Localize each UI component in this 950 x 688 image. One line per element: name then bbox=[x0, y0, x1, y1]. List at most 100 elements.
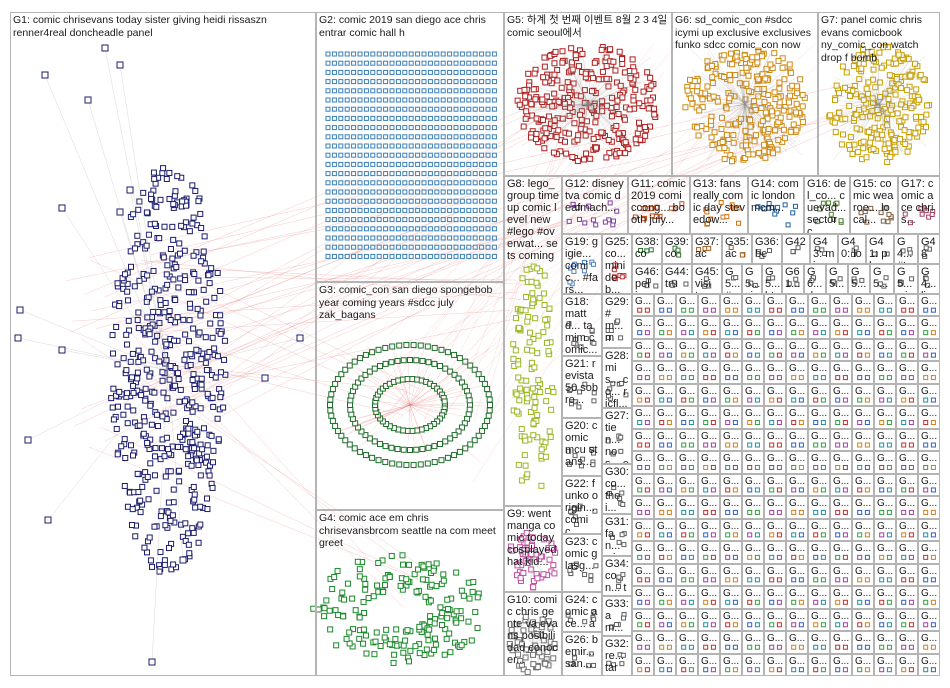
group-label: G... bbox=[921, 430, 938, 442]
group-label: G... bbox=[833, 318, 850, 330]
graph-node bbox=[191, 385, 198, 392]
group-label: G... bbox=[745, 340, 762, 352]
group-label: G... bbox=[657, 385, 674, 397]
graph-node bbox=[209, 394, 216, 401]
graph-node bbox=[182, 446, 189, 453]
group-label: G... bbox=[635, 385, 652, 397]
graph-node bbox=[201, 233, 208, 240]
graph-node bbox=[221, 337, 228, 344]
group-box-small: G... bbox=[786, 316, 808, 339]
graph-node bbox=[217, 312, 224, 319]
group-box-small: G... bbox=[874, 383, 896, 407]
group-box-small: G... bbox=[874, 361, 896, 384]
graph-node bbox=[151, 523, 158, 530]
group-label: G... bbox=[789, 453, 806, 465]
graph-node bbox=[145, 496, 152, 503]
group-box-small: G... bbox=[918, 406, 940, 429]
graph-node bbox=[186, 228, 193, 235]
graph-node bbox=[135, 309, 142, 316]
group-box-small: G... bbox=[852, 383, 874, 407]
group-label: G... bbox=[855, 475, 872, 487]
group-label: G... bbox=[899, 565, 916, 577]
group-box-small: G... bbox=[764, 541, 786, 564]
group-label: G... bbox=[635, 318, 652, 330]
group-box-g4x: G4... #tb... bbox=[894, 234, 918, 264]
graph-edge bbox=[431, 59, 587, 392]
group-label: G... bbox=[657, 453, 674, 465]
group-label: G... bbox=[899, 610, 916, 622]
group-label: G32: re... taro... bbox=[605, 638, 629, 675]
group-label: G... bbox=[921, 588, 938, 600]
group-box-small: G... bbox=[852, 338, 874, 362]
group-label: G... bbox=[921, 520, 938, 532]
group-box-small: G... bbox=[786, 496, 808, 519]
group-label: G... bbox=[833, 475, 850, 487]
graph-node bbox=[124, 288, 131, 295]
graph-edge bbox=[132, 215, 602, 326]
group-box-g5c: G5... bts... bbox=[762, 264, 782, 294]
group-label: G... bbox=[921, 655, 938, 667]
graph-edge bbox=[141, 216, 462, 391]
graph-edge bbox=[472, 172, 675, 482]
group-box-g10: G10: comic chris gente va evans posibili… bbox=[504, 592, 562, 676]
group-label: G28: mis... co... ricfl... bbox=[605, 350, 632, 408]
group-box-small: G... bbox=[742, 496, 764, 519]
graph-edge bbox=[477, 138, 798, 430]
group-label: G... bbox=[701, 363, 718, 375]
group-box-small: G... bbox=[808, 518, 830, 542]
graph-node bbox=[200, 425, 207, 432]
graph-node bbox=[130, 382, 137, 389]
group-label: G6: sd_comic_con #sdcc icymi up exclusiv… bbox=[675, 14, 814, 51]
group-box-small: G... bbox=[896, 608, 918, 632]
group-label: G... bbox=[855, 610, 872, 622]
graph-node bbox=[190, 252, 197, 259]
group-box-g11: G11: comic 2019 comiccong... booth july.… bbox=[628, 176, 690, 234]
group-label: G... bbox=[657, 318, 674, 330]
group-label: G... bbox=[789, 498, 806, 510]
graph-node bbox=[135, 206, 142, 213]
group-box-g38: G38: com... bbox=[632, 234, 662, 264]
group-label: G... bbox=[811, 430, 828, 442]
group-box-small: G... bbox=[654, 496, 676, 519]
group-box-small: G... bbox=[786, 653, 808, 676]
group-box-g27: G27: tien... nos... est... bbox=[602, 408, 632, 464]
graph-node bbox=[114, 361, 121, 368]
group-label: G... bbox=[657, 296, 674, 307]
group-box-small: G... bbox=[676, 361, 698, 384]
group-label: G... bbox=[679, 475, 696, 487]
group-box-small: G... bbox=[808, 383, 830, 407]
group-label: G... bbox=[877, 453, 894, 465]
graph-node bbox=[160, 165, 167, 172]
group-box-small: G... bbox=[874, 653, 896, 676]
group-label: G33: am... re... bbox=[605, 598, 629, 635]
group-box-small: G... bbox=[764, 451, 786, 474]
group-label: G... bbox=[833, 588, 850, 600]
graph-node bbox=[114, 280, 121, 287]
graph-edge bbox=[104, 114, 741, 442]
graph-node bbox=[124, 341, 131, 348]
group-label: G... bbox=[767, 430, 784, 442]
graph-edge bbox=[408, 54, 831, 419]
group-label: G... bbox=[899, 430, 916, 442]
group-box-small: G... bbox=[896, 653, 918, 676]
graph-edge bbox=[423, 94, 598, 421]
group-label: G... bbox=[745, 475, 762, 487]
group-label: G... bbox=[679, 430, 696, 442]
group-box-small: G... bbox=[852, 361, 874, 384]
group-box-g48: G48 bbox=[918, 234, 940, 264]
group-label: G... bbox=[767, 610, 784, 622]
group-label: G... bbox=[855, 565, 872, 577]
group-label: G... bbox=[921, 610, 938, 622]
group-box-small: G... bbox=[676, 316, 698, 339]
group-box-small: G... bbox=[896, 541, 918, 564]
group-box-small: G... bbox=[786, 451, 808, 474]
group-label: G... bbox=[679, 610, 696, 622]
group-label: G... bbox=[811, 453, 828, 465]
graph-node bbox=[109, 332, 116, 339]
group-box-small: G... bbox=[698, 631, 720, 654]
group-label: G... bbox=[657, 565, 674, 577]
graph-edge bbox=[167, 112, 870, 425]
group-label: G... bbox=[679, 633, 696, 645]
group-label: G27: tien... nos... est... bbox=[605, 410, 629, 464]
